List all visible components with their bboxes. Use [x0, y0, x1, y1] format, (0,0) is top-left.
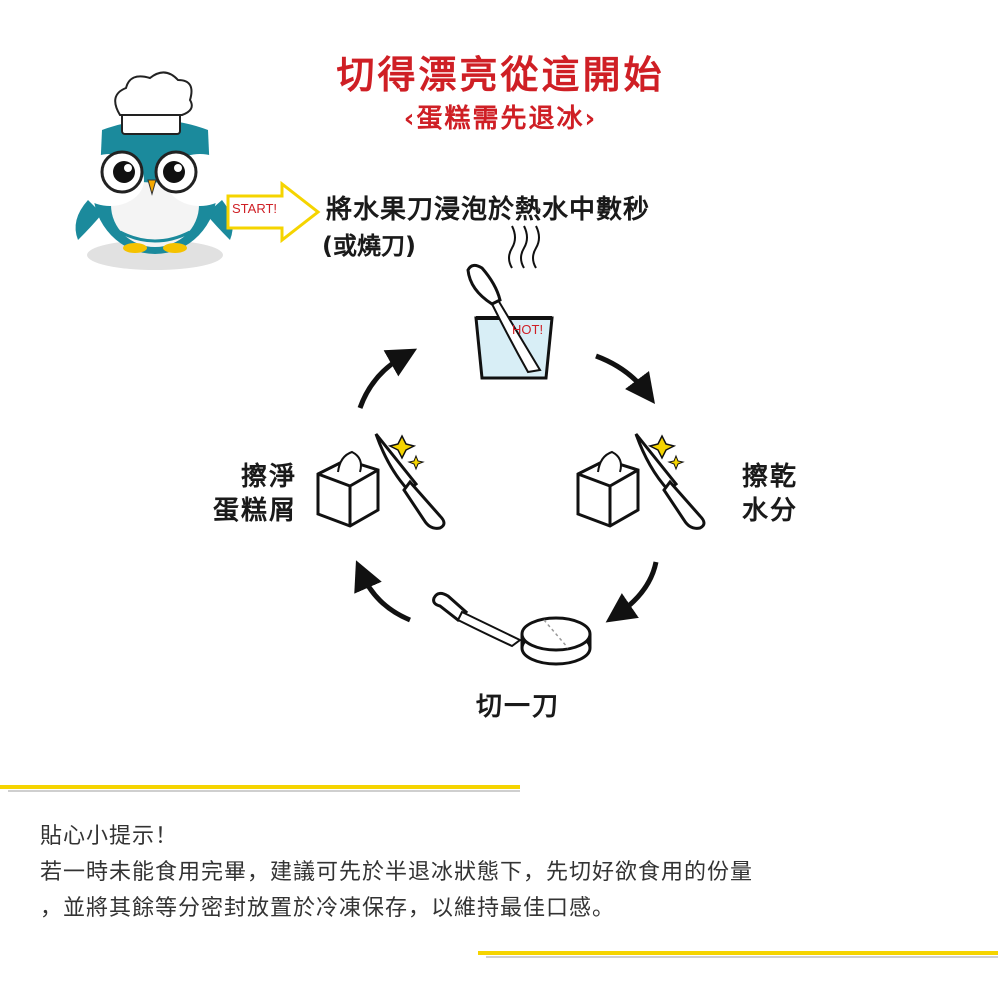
tips-line-1: 若一時未能食用完畢，建議可先於半退冰狀態下，先切好欲食用的份量 — [40, 860, 754, 885]
tips-line-2: ，並將其餘等分密封放置於冷凍保存，以維持最佳口感。 — [40, 896, 616, 921]
step-dry-knife: 擦乾 水分 — [742, 460, 798, 528]
hot-label: HOT! — [512, 322, 544, 337]
owl-chef-mascot — [75, 71, 234, 270]
hot-water-pot-icon — [466, 225, 554, 380]
step-wipe-line1: 擦淨 — [240, 462, 297, 492]
chef-hat-icon — [114, 71, 193, 135]
step-dry-line1: 擦乾 — [742, 462, 799, 492]
start-arrow — [226, 180, 321, 244]
arrow-top-right — [595, 353, 656, 404]
cake-icon — [520, 616, 592, 666]
tissue-box-left-icon — [316, 450, 380, 528]
step-dry-line2: 水分 — [742, 496, 799, 526]
step-cut-cake: 切一刀 — [476, 692, 561, 722]
arrow-left-top — [357, 348, 418, 409]
divider-top — [0, 785, 520, 792]
step-heat-alternative: (或燒刀) — [322, 232, 416, 260]
tips-title: 貼心小提示！ — [40, 824, 179, 849]
step-wipe-crumbs: 擦淨 蛋糕屑 — [205, 460, 297, 528]
knife-sparkle-left-icon — [374, 433, 446, 530]
tissue-box-right-icon — [576, 450, 640, 528]
arrow-bottom-left — [354, 560, 411, 623]
step-heat-knife: 將水果刀浸泡於熱水中數秒 — [326, 195, 651, 225]
knife-sparkle-right-icon — [634, 433, 706, 530]
divider-bottom — [478, 951, 998, 958]
cycle-arrows — [354, 348, 659, 623]
arrow-right-bottom — [605, 561, 659, 623]
page-subtitle: ‹蛋糕需先退冰› — [403, 104, 598, 134]
knife-cutting-icon — [432, 591, 522, 648]
step-wipe-line2: 蛋糕屑 — [212, 496, 297, 526]
start-tag: START! — [232, 201, 278, 216]
page-title: 切得漂亮從這開始 — [336, 53, 665, 97]
